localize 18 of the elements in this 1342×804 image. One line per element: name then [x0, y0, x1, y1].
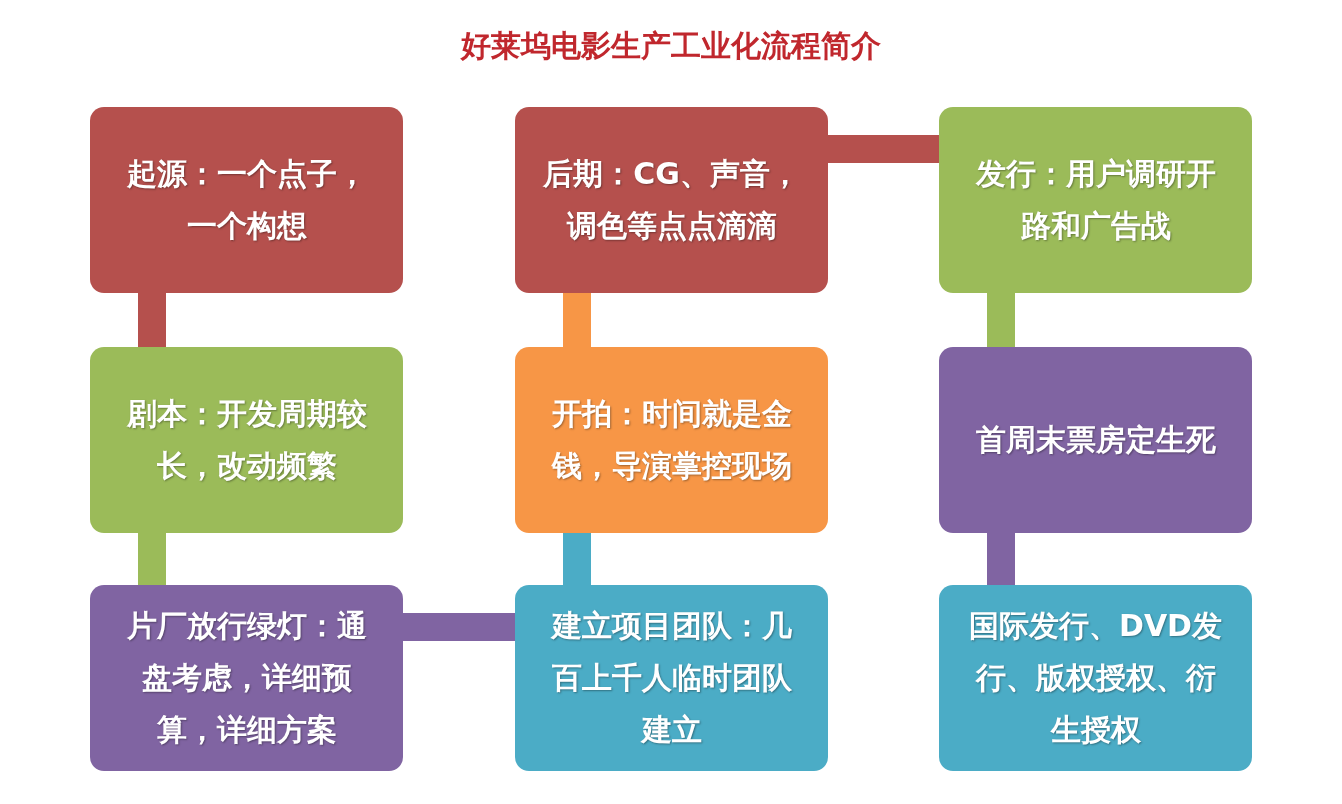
- process-box: 建立项目团队：几百上千人临时团队建立: [515, 585, 828, 771]
- process-box: 起源：一个点子，一个构想: [90, 107, 403, 293]
- process-box: 剧本：开发周期较长，改动频繁: [90, 347, 403, 533]
- process-box: 国际发行、DVD发行、版权授权、衍生授权: [939, 585, 1252, 771]
- process-box: 发行：用户调研开路和广告战: [939, 107, 1252, 293]
- process-box: 首周末票房定生死: [939, 347, 1252, 533]
- title: 好莱坞电影生产工业化流程简介: [459, 27, 882, 65]
- connector-bar: [403, 613, 515, 641]
- process-box: 开拍：时间就是金钱，导演掌控现场: [515, 347, 828, 533]
- connector-bar: [138, 293, 166, 347]
- process-box: 片厂放行绿灯：通盘考虑，详细预算，详细方案: [90, 585, 403, 771]
- process-box: 后期：CG、声音，调色等点点滴滴: [515, 107, 828, 293]
- connector-bar: [563, 533, 591, 585]
- connector-bar: [987, 293, 1015, 347]
- connector-bar: [138, 533, 166, 585]
- connector-bar: [987, 533, 1015, 585]
- connector-bar: [828, 135, 939, 163]
- connector-bar: [563, 293, 591, 347]
